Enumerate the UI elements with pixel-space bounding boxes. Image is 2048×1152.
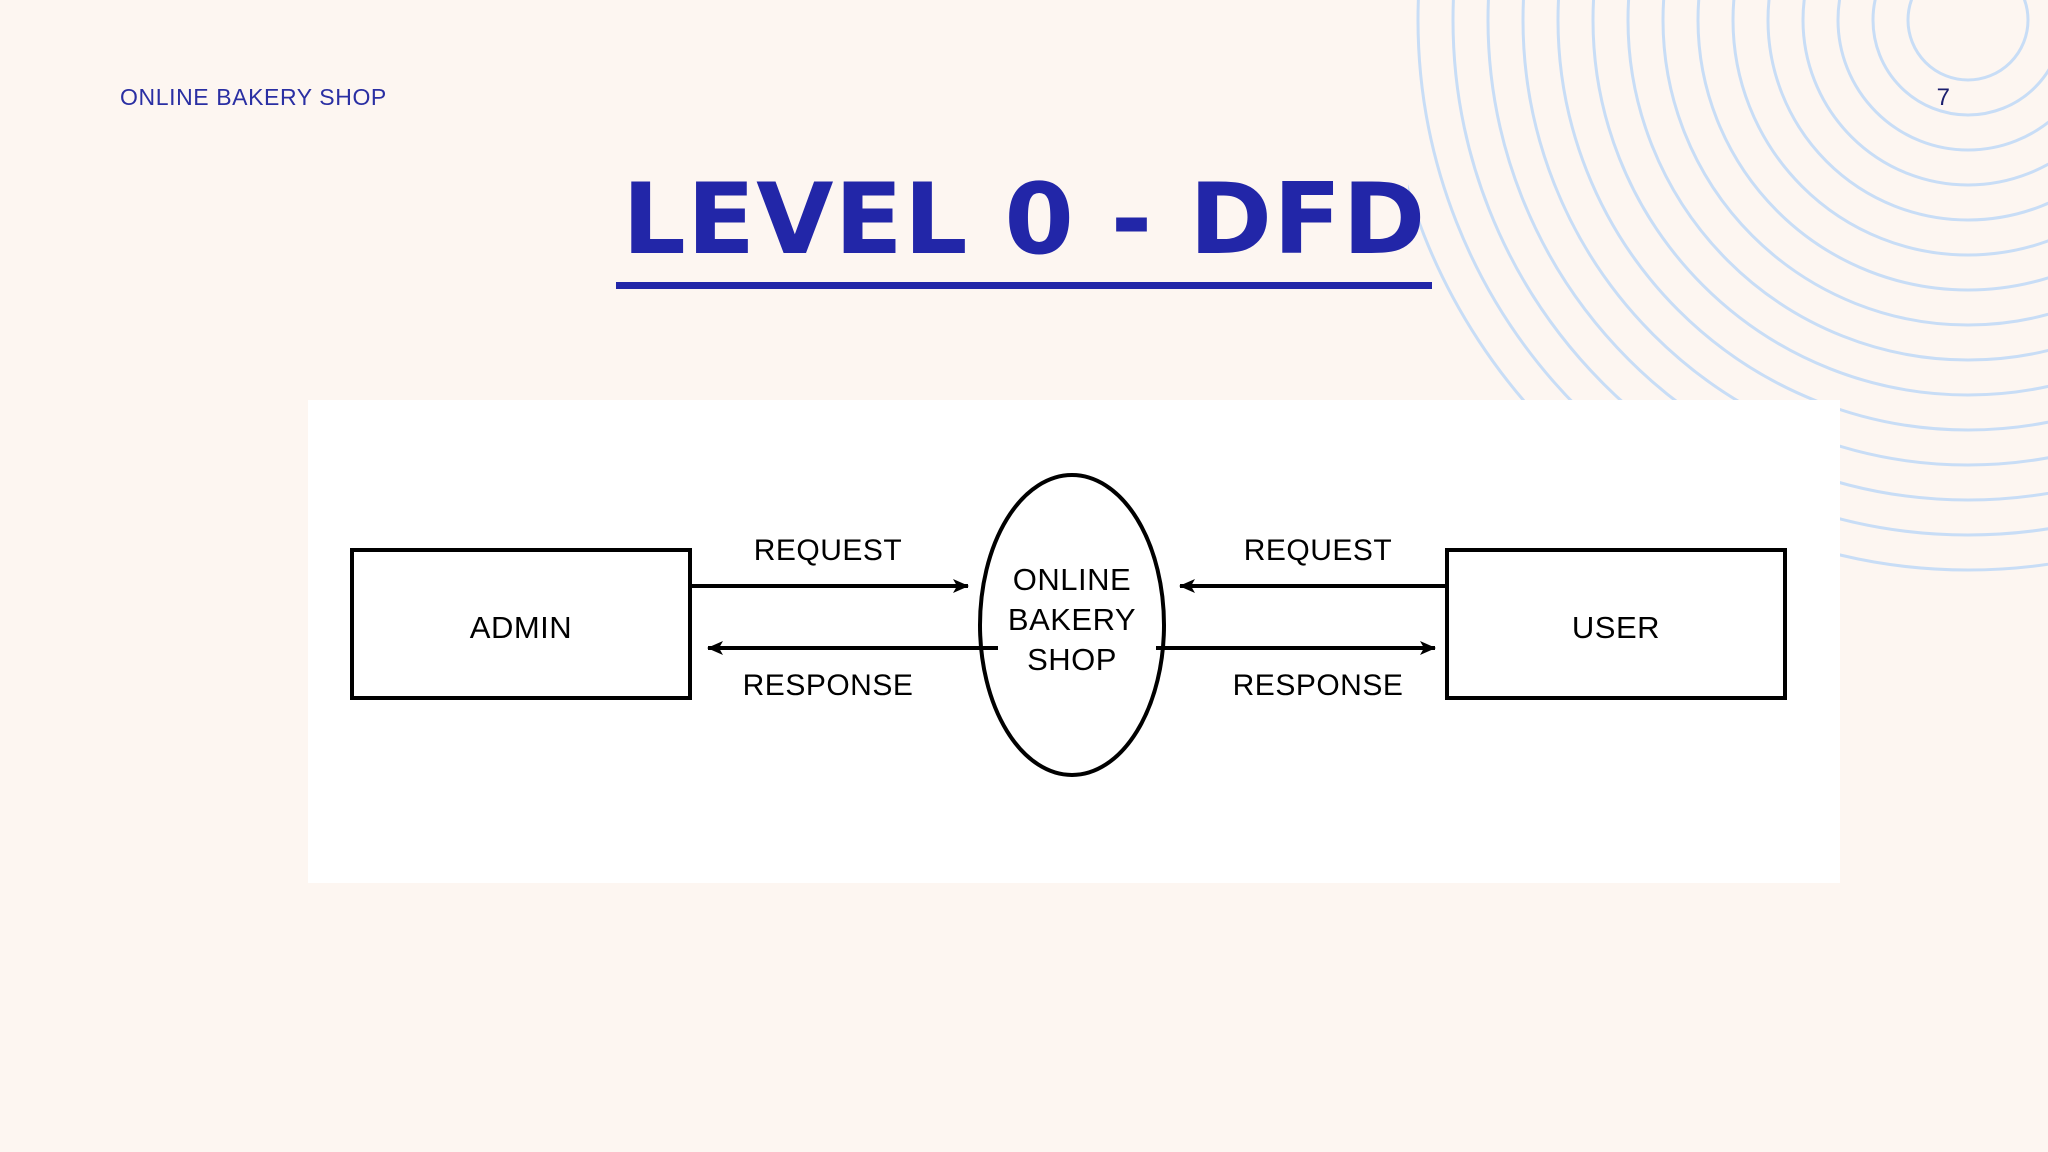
dfd-entity-user[interactable]: USER	[1445, 548, 1787, 700]
admin-box[interactable]	[350, 548, 692, 700]
admin-response-label: RESPONSE	[743, 669, 914, 702]
user-request-label: REQUEST	[1244, 534, 1393, 567]
dfd-flow-admin-response: RESPONSE	[707, 641, 998, 702]
user-box[interactable]	[1445, 548, 1787, 700]
dfd-flow-user-request: REQUEST	[1179, 534, 1447, 593]
process-label-line-1: ONLINE	[1013, 562, 1131, 597]
diagram-panel: ADMIN USER ONLINE BAKERY SHOP REQUEST	[308, 400, 1840, 883]
process-ellipse[interactable]	[978, 473, 1166, 777]
slide-title-container: LEVEL 0 - DFD	[0, 168, 2048, 289]
page-number: 7	[1936, 84, 1950, 111]
dfd-entity-admin[interactable]: ADMIN	[350, 548, 692, 700]
admin-request-label: REQUEST	[754, 534, 903, 567]
user-label: USER	[1572, 610, 1660, 645]
slide-header-title: ONLINE BAKERY SHOP	[120, 84, 387, 110]
process-label-line-2: BAKERY	[1008, 602, 1136, 637]
dfd-flow-admin-request: REQUEST	[690, 534, 969, 593]
process-label-line-3: SHOP	[1027, 642, 1117, 677]
level0-dfd-graphic: ADMIN USER ONLINE BAKERY SHOP REQUEST	[350, 473, 1787, 777]
dfd-process-online-bakery-shop[interactable]: ONLINE BAKERY SHOP	[978, 473, 1166, 777]
admin-label: ADMIN	[470, 610, 572, 645]
page-title: LEVEL 0 - DFD	[615, 168, 1433, 289]
user-response-label: RESPONSE	[1233, 669, 1404, 702]
dfd-flow-user-response: RESPONSE	[1156, 641, 1436, 702]
